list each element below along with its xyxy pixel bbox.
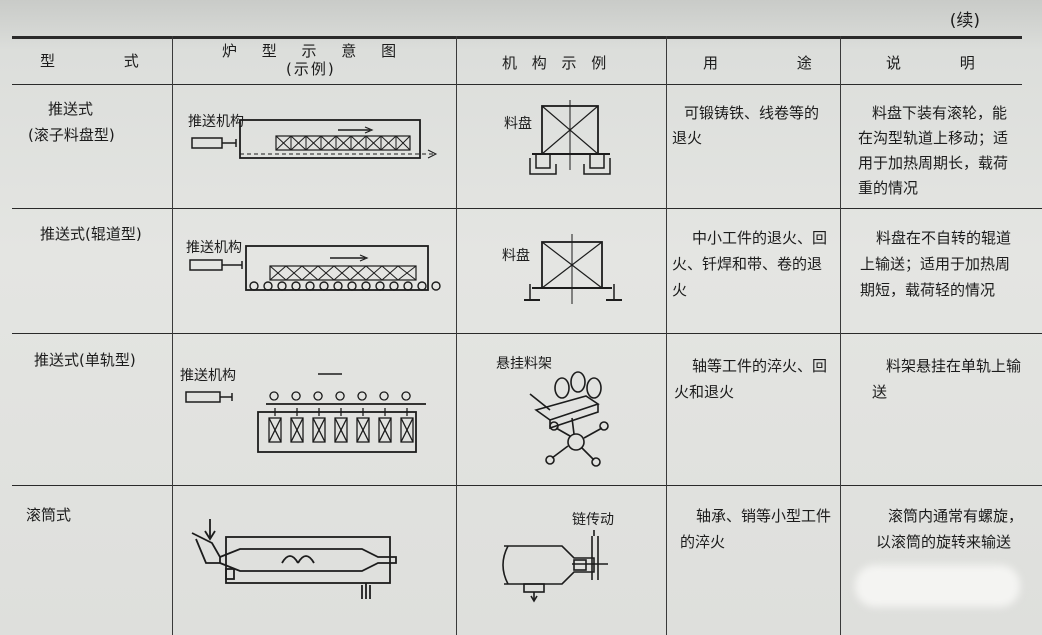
row4-mechanism-label: 链传动 bbox=[572, 512, 614, 528]
row2-notes-line-2: 上输送；适用于加热周 bbox=[860, 255, 1011, 273]
row2-usage-line-1: 中小工件的退火、回 bbox=[692, 229, 828, 247]
row3-usage-line-1: 轴等工件的淬火、回 bbox=[692, 357, 828, 375]
row2-notes-line-3: 期短，载荷轻的情况 bbox=[860, 281, 996, 299]
header-notes: 说 明 bbox=[886, 54, 977, 72]
row3-notes-line-1: 料架悬挂在单轨上输 bbox=[886, 357, 1022, 375]
watermark-smudge bbox=[855, 565, 1020, 607]
row3-mechanism-label: 悬挂料架 bbox=[496, 356, 552, 372]
row1-mechanism-diagram: 料盘 bbox=[504, 100, 611, 175]
row1-notes-line-3: 用于加热周期长，载荷 bbox=[858, 154, 1009, 172]
row1-furnace-diagram: 推送机构 bbox=[188, 114, 438, 159]
row2-notes-line-1: 料盘在不自转的辊道 bbox=[876, 229, 1012, 247]
row2-diagram-label: 推送机构 bbox=[186, 240, 242, 256]
col-rule-3 bbox=[666, 36, 667, 635]
row2-mechanism-label: 料盘 bbox=[502, 247, 530, 264]
row3-bottom-rule bbox=[12, 485, 1042, 486]
col-rule-1 bbox=[172, 36, 173, 635]
row2-usage-line-2: 火、钎焊和带、卷的退 bbox=[672, 255, 823, 273]
row1-notes-line-1: 料盘下装有滚轮，能 bbox=[872, 104, 1008, 122]
row1-type-sub: (滚子料盘型) bbox=[28, 126, 115, 144]
row1-notes-line-4: 重的情况 bbox=[858, 179, 919, 197]
table-top-rule bbox=[12, 36, 1022, 39]
row1-usage-line-1: 可锻铸铁、线卷等的 bbox=[684, 104, 820, 122]
row3-diagram-label: 推送机构 bbox=[180, 368, 236, 384]
row4-usage-line-2: 的淬火 bbox=[680, 533, 726, 551]
header-type: 型 式 bbox=[40, 52, 141, 70]
row3-mechanism-diagram: 悬挂料架 bbox=[496, 356, 609, 467]
row1-usage-line-2: 退火 bbox=[672, 129, 703, 147]
col-rule-2 bbox=[456, 36, 457, 635]
row4-notes-line-1: 滚筒内通常有螺旋， bbox=[888, 507, 1024, 525]
row3-notes-line-2: 送 bbox=[872, 383, 888, 401]
row1-bottom-rule bbox=[12, 208, 1042, 209]
row4-mechanism-diagram: 链传动 bbox=[502, 512, 614, 603]
row4-furnace-diagram bbox=[191, 519, 397, 599]
row2-mechanism-diagram: 料盘 bbox=[502, 234, 622, 304]
row1-diagram-label: 推送机构 bbox=[188, 114, 244, 130]
header-mechanism: 机 构 示 例 bbox=[502, 54, 609, 72]
row1-mechanism-label: 料盘 bbox=[504, 115, 532, 132]
row2-usage-line-3: 火 bbox=[672, 281, 688, 299]
row4-notes-line-2: 以滚筒的旋转来输送 bbox=[876, 533, 1012, 551]
header-bottom-rule bbox=[12, 84, 1022, 85]
col-rule-4 bbox=[840, 36, 841, 635]
row4-type: 滚筒式 bbox=[26, 506, 72, 524]
header-usage: 用 途 bbox=[703, 54, 814, 72]
row4-usage-line-1: 轴承、销等小型工件 bbox=[696, 507, 832, 525]
row1-type: 推送式 bbox=[48, 100, 94, 118]
row3-furnace-diagram: 推送机构 bbox=[180, 368, 426, 453]
row3-usage-line-2: 火和退火 bbox=[674, 383, 735, 401]
row3-type: 推送式(单轨型) bbox=[34, 351, 136, 369]
header-furnace-diagram-sub: (示例) bbox=[286, 60, 336, 78]
header-furnace-diagram: 炉 型 示 意 图 bbox=[222, 42, 399, 60]
row2-type: 推送式(辊道型) bbox=[40, 225, 142, 243]
continued-label: (续) bbox=[949, 11, 980, 31]
row2-bottom-rule bbox=[12, 333, 1042, 334]
row2-furnace-diagram: 推送机构 bbox=[186, 240, 441, 291]
row1-notes-line-2: 在沟型轨道上移动；适 bbox=[858, 129, 1009, 147]
